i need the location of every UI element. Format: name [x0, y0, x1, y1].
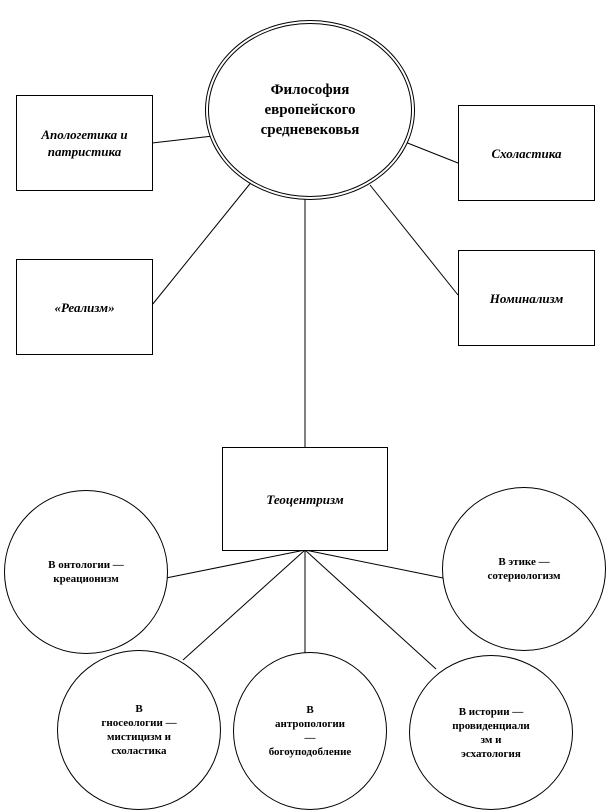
line-center-scholasticism [404, 141, 459, 164]
realism-label: «Реализм» [54, 299, 115, 315]
scholasticism-label: Схоластика [491, 145, 562, 161]
box-apologetics: Апологетика и патристика [16, 95, 153, 191]
circle-ethics: В этике — сотериологизм [442, 487, 606, 651]
theocentrism-label: Теоцентризм [266, 491, 344, 507]
ontology-label: В онтологии — креационизм [48, 559, 124, 585]
line-theo-ontology [165, 549, 306, 579]
line-center-nominalism [369, 184, 459, 296]
apologetics-label: Апологетика и патристика [41, 127, 128, 159]
box-scholasticism: Схоластика [458, 105, 595, 201]
center-label: Философия европейского средневековья [260, 82, 360, 138]
line-theo-history [304, 549, 437, 670]
box-realism: «Реализм» [16, 259, 153, 355]
line-theo-gnoseology [182, 549, 306, 661]
circle-anthropology: В антропологии — богоуподобление [233, 652, 387, 810]
circle-ontology: В онтологии — креационизм [4, 490, 168, 654]
ethics-label: В этике — сотериологизм [487, 556, 561, 582]
center-circle: Философия европейского средневековья [205, 20, 415, 200]
line-theo-ethics [304, 549, 444, 579]
line-center-apologetics [151, 135, 214, 144]
history-label: В истории — провиденциали зм и эсхатолог… [452, 705, 530, 760]
nominalism-label: Номинализм [489, 290, 564, 306]
line-center-realism [151, 179, 254, 306]
gnoseology-label: В гносеологии — мистицизм и схоластика [101, 703, 177, 757]
circle-history: В истории — провиденциали зм и эсхатолог… [409, 655, 573, 810]
box-nominalism: Номинализм [458, 250, 595, 346]
box-theocentrism: Теоцентризм [222, 447, 388, 551]
anthropology-label: В антропологии — богоуподобление [268, 704, 352, 758]
circle-gnoseology: В гносеологии — мистицизм и схоластика [57, 650, 221, 810]
